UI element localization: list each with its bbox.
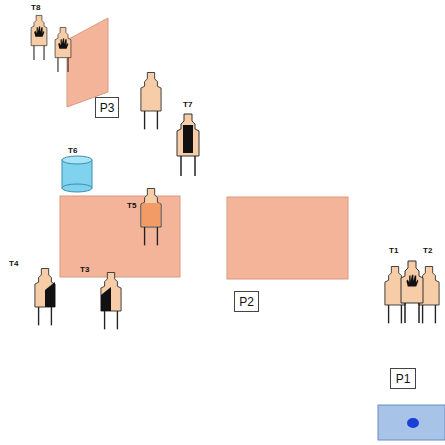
panel-p3 — [67, 18, 108, 107]
position-label: P1 — [396, 372, 411, 386]
target-label: T8 — [31, 3, 40, 12]
target-t1-t2 — [385, 261, 439, 323]
position-label: P2 — [239, 295, 254, 309]
position-label: P3 — [100, 101, 115, 115]
target-t7 — [177, 114, 199, 176]
target-label: T6 — [68, 146, 77, 155]
target-label: T2 — [423, 246, 432, 255]
position-box: P1 — [390, 368, 416, 389]
position-box: P3 — [95, 97, 119, 118]
position-box: P2 — [234, 291, 259, 312]
target-label: T5 — [127, 201, 136, 210]
shooter-position — [378, 405, 445, 440]
panel-p2 — [227, 197, 348, 279]
target-t3 — [101, 273, 121, 330]
target — [141, 73, 161, 130]
target-t8 — [31, 15, 71, 72]
target-t4 — [35, 269, 55, 326]
target-label: T7 — [183, 100, 192, 109]
panel-large — [60, 196, 180, 277]
target-label: T3 — [80, 265, 89, 274]
barrel — [62, 156, 92, 192]
target-label: T1 — [389, 246, 398, 255]
target-t5 — [141, 189, 161, 246]
target-label: T4 — [9, 259, 18, 268]
